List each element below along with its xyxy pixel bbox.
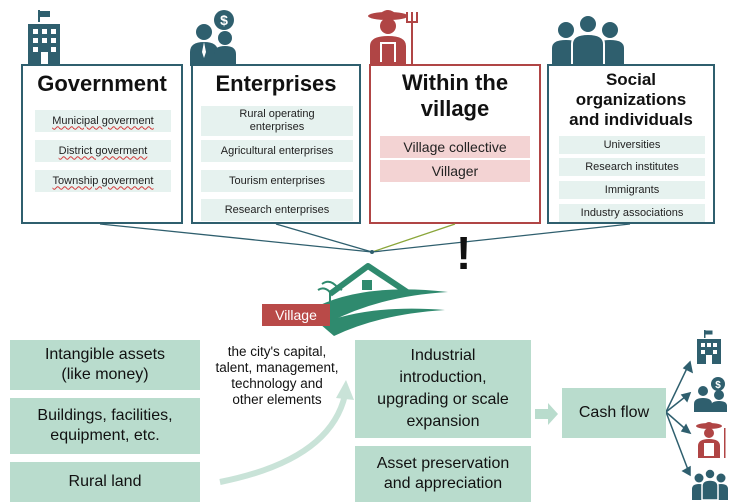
enterprises-title: Enterprises xyxy=(215,71,337,96)
industrial-box: Industrial introduction, upgrading or sc… xyxy=(355,340,531,438)
farmer-icon xyxy=(696,422,726,458)
social-title: Social organizations and individuals xyxy=(569,70,693,129)
village-label: Village xyxy=(262,304,330,326)
svg-text:$: $ xyxy=(220,12,228,28)
village-collective-item: Village collective xyxy=(380,136,530,158)
people-group-icon xyxy=(552,14,624,66)
building-icon xyxy=(28,10,60,64)
enterprises-panel: Enterprises Rural operating enterprises … xyxy=(191,64,361,224)
cash-flow-box: Cash flow xyxy=(562,388,666,438)
village-title: Within the village xyxy=(401,70,509,121)
svg-text:$: $ xyxy=(715,380,721,391)
list-item: Research enterprises xyxy=(201,199,353,221)
list-item: Municipal goverment xyxy=(35,110,171,132)
list-item: District goverment xyxy=(35,140,171,162)
list-item: Township goverment xyxy=(35,170,171,192)
list-item: Research institutes xyxy=(559,158,705,176)
intangible-assets-box: Intangible assets (like money) xyxy=(10,340,200,390)
farmer-icon xyxy=(368,10,418,66)
list-item: Universities xyxy=(559,136,705,154)
village-panel: Within the village Village collective Vi… xyxy=(369,64,541,224)
businessman-icon: $ xyxy=(190,10,236,66)
building-icon xyxy=(697,330,721,364)
government-panel: Government Municipal goverment District … xyxy=(21,64,183,224)
asset-preservation-box: Asset preservation and appreciation xyxy=(355,446,531,502)
village-house-icon xyxy=(310,263,448,336)
villager-item: Villager xyxy=(380,160,530,182)
government-title: Government xyxy=(37,71,167,96)
social-panel: Social organizations and individuals Uni… xyxy=(547,64,715,224)
list-item: Agricultural enterprises xyxy=(201,140,353,162)
people-group-icon xyxy=(692,468,728,500)
rural-land-box: Rural land xyxy=(10,462,200,502)
list-item: Rural operating enterprises xyxy=(201,106,353,136)
exclamation-mark: ! xyxy=(456,227,472,279)
businessman-icon: $ xyxy=(694,377,727,412)
city-elements-text: the city's capital, talent, management, … xyxy=(215,344,339,407)
list-item: Industry associations xyxy=(559,204,705,222)
buildings-box: Buildings, facilities, equipment, etc. xyxy=(10,398,200,454)
list-item: Immigrants xyxy=(559,181,705,199)
list-item: Tourism enterprises xyxy=(201,170,353,192)
